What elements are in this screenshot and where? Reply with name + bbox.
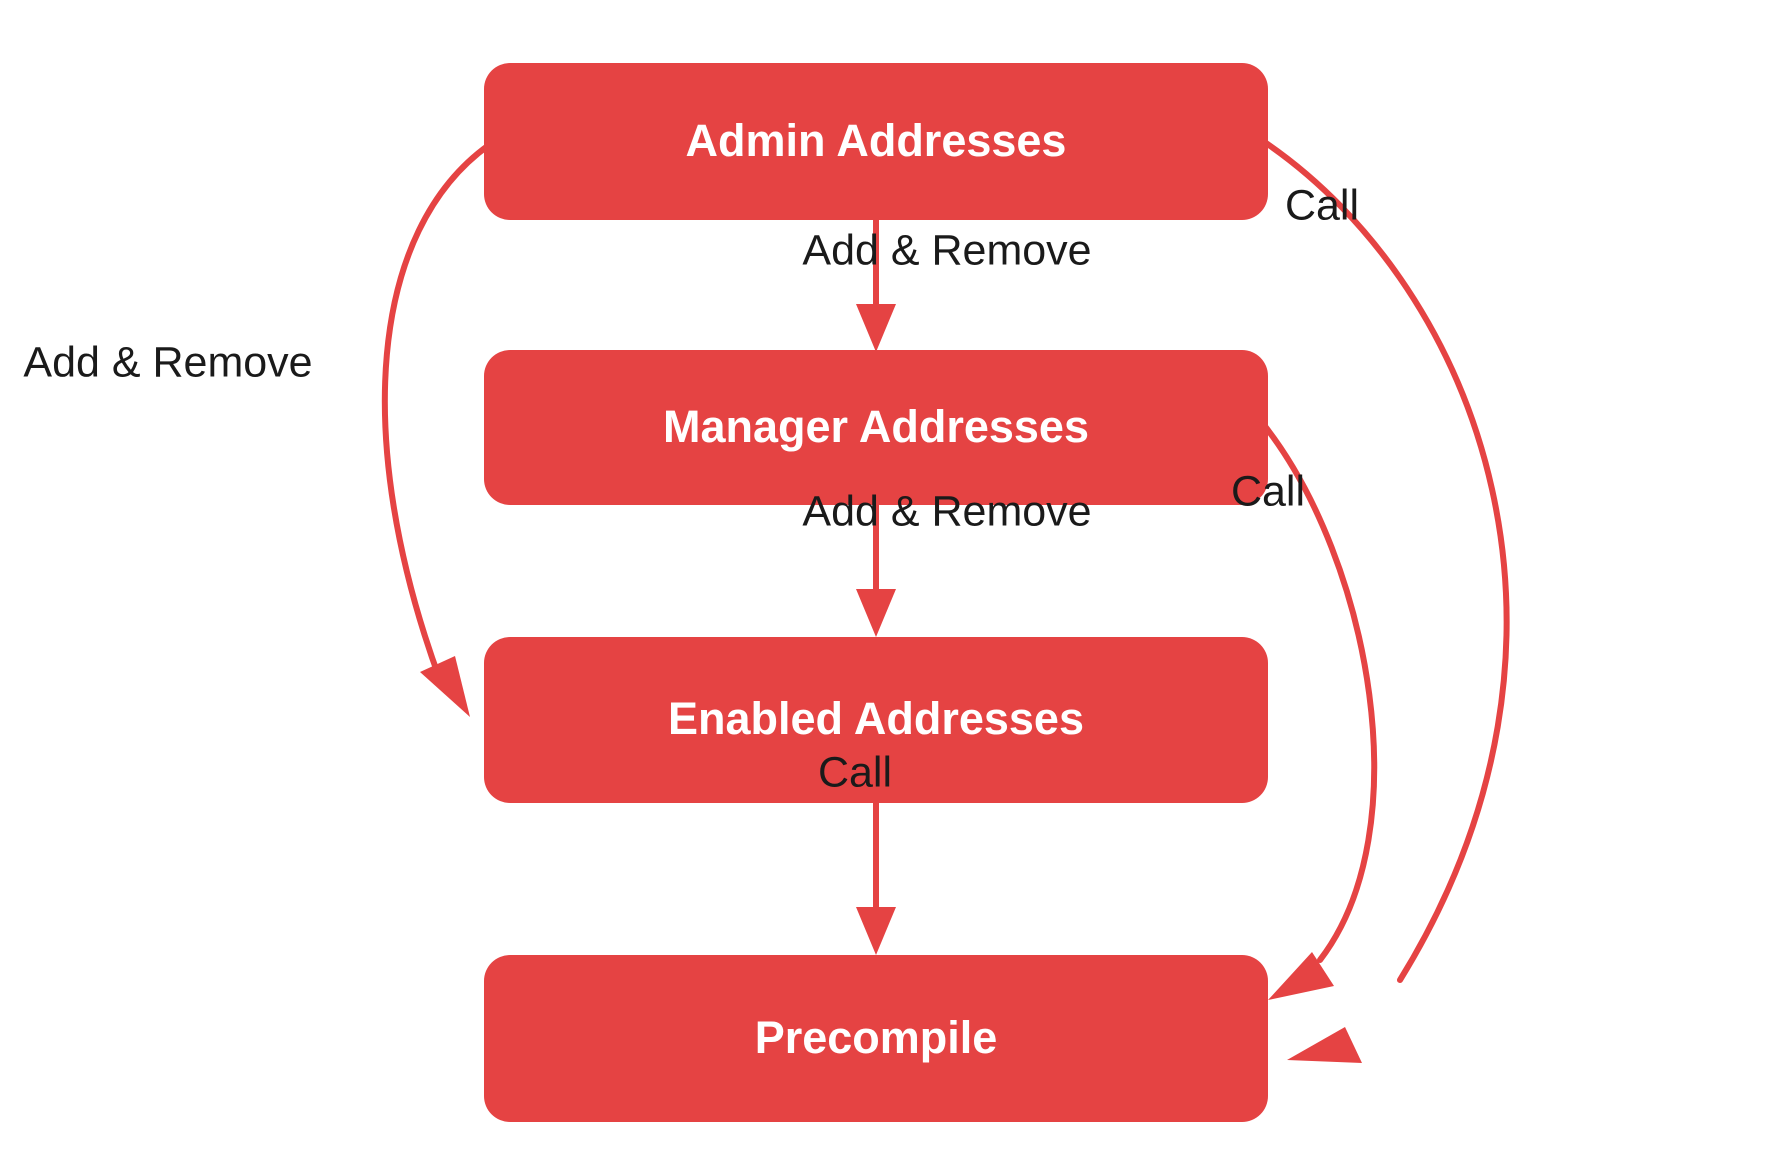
node-manager-addresses[interactable]: Manager Addresses: [484, 350, 1268, 505]
edge-label-admin-to-manager: Add & Remove: [802, 226, 1091, 274]
edge-label-admin-to-enabled: Add & Remove: [23, 338, 312, 386]
edge-enabled-to-precompile-arrowhead: [856, 907, 896, 955]
node-precompile-box[interactable]: [484, 955, 1268, 1122]
edge-manager-to-enabled-arrowhead: [856, 589, 896, 637]
edge-admin-to-enabled-arrowhead: [420, 656, 470, 717]
edge-admin-to-precompile: [1263, 140, 1510, 1063]
node-enabled-addresses-box[interactable]: [484, 637, 1268, 803]
edge-manager-to-precompile: [1261, 422, 1378, 1000]
node-admin-addresses-box[interactable]: [484, 63, 1268, 220]
edge-label-admin-to-precompile: Call: [1285, 181, 1359, 229]
edge-label-manager-to-precompile: Call: [1231, 467, 1305, 515]
node-enabled-addresses-label: Enabled Addresses: [668, 693, 1084, 744]
edge-manager-to-precompile-arrowhead: [1268, 952, 1334, 1000]
edge-admin-to-enabled: [381, 142, 492, 717]
edge-admin-to-manager: [856, 220, 896, 352]
edge-enabled-to-precompile: [856, 803, 896, 955]
edge-label-manager-to-enabled: Add & Remove: [802, 487, 1091, 535]
node-precompile-label: Precompile: [755, 1012, 998, 1063]
node-precompile[interactable]: Precompile: [484, 955, 1268, 1122]
edge-admin-to-precompile-curve: [1263, 140, 1510, 983]
edge-label-enabled-to-precompile: Call: [818, 748, 892, 796]
edge-admin-to-enabled-curve: [381, 142, 492, 683]
edge-admin-to-precompile-arrowhead: [1287, 1027, 1362, 1063]
node-manager-addresses-box[interactable]: [484, 350, 1268, 505]
node-enabled-addresses[interactable]: Enabled Addresses: [484, 637, 1268, 803]
edge-manager-to-precompile-curve: [1261, 422, 1378, 963]
node-admin-addresses[interactable]: Admin Addresses: [484, 63, 1268, 220]
edge-manager-to-enabled: [856, 505, 896, 637]
node-manager-addresses-label: Manager Addresses: [663, 401, 1089, 452]
node-admin-addresses-label: Admin Addresses: [686, 115, 1067, 166]
edge-admin-to-manager-arrowhead: [856, 304, 896, 352]
